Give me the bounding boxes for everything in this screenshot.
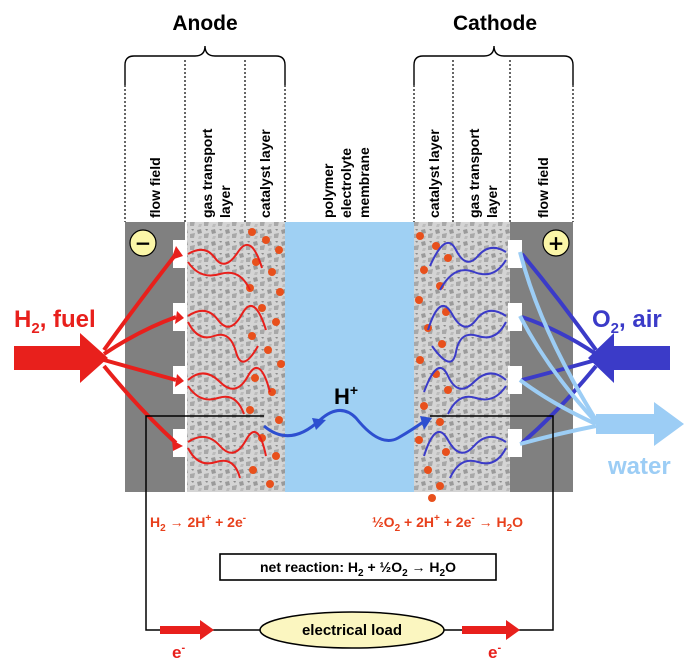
cathode-flow-field-label: flow field [535,157,551,218]
electron-label-left: e- [172,642,185,660]
cathode-brace [413,45,574,85]
fuel-input-arrow [14,333,108,383]
anode-reaction: H2 → 2H+ + 2e- [150,513,246,534]
net-reaction: net reaction: H2 + ½O2 → H2O [260,559,456,579]
catalyst-particles [246,228,452,502]
hydrogen-inlet-arrows [102,252,178,445]
anode-brace [124,45,286,85]
proton-label: H+ [334,382,358,409]
membrane-label-1: polymer [320,163,336,218]
anode-catalyst-label: catalyst layer [257,129,273,218]
anode-terminal [129,229,157,257]
cathode-terminal [542,229,570,257]
net-reaction-box [219,553,497,581]
oxygen-input-arrow [588,333,670,383]
electron-label-right: e- [488,642,501,660]
anode-gas-transport-layer [187,222,245,492]
polymer-membrane [285,222,414,492]
membrane-label-2: electrolyte [338,148,354,218]
anode-gtl-label-2: layer [217,185,233,218]
cathode-gas-transport-layer [453,222,510,492]
cathode-gtl-label-1: gas transport [466,128,482,218]
electron-arrow-left [160,620,214,640]
proton-path [263,409,427,442]
cathode-catalyst-label: catalyst layer [426,129,442,218]
anode-title: Anode [172,12,237,35]
cathode-reaction: ½O2 + 2H+ + 2e- → H2O [372,513,523,534]
electron-arrow-right [462,620,520,640]
water-output-arrow [596,402,684,446]
oxygen-label: O2, air [592,306,662,337]
membrane-label-3: membrane [356,147,372,218]
fuel-label: H2, fuel [14,306,96,337]
proton-arrow-mid [312,418,326,430]
layer-labels: flow field gas transport layer catalyst … [147,128,551,218]
water-label: water [607,453,671,480]
anode-terminal-sign: − [135,231,152,255]
oxygen-diffusion-paths [423,241,507,479]
anode-gtl-label-1: gas transport [199,128,215,218]
proton-arrow-end [420,416,432,430]
layer-dividers [124,60,574,222]
cathode-gtl-label-2: layer [484,185,500,218]
electrical-load [259,611,445,649]
cathode-title: Cathode [453,12,537,35]
cathode-flow-channels [508,240,522,457]
cathode-terminal-sign: + [548,231,565,255]
hydrogen-diffusion-paths [187,243,271,479]
electrical-load-label: electrical load [302,622,402,639]
hydrogen-inlet-heads [171,246,184,451]
anode-flow-field-label: flow field [147,157,163,218]
water-outlet-paths [518,251,598,446]
